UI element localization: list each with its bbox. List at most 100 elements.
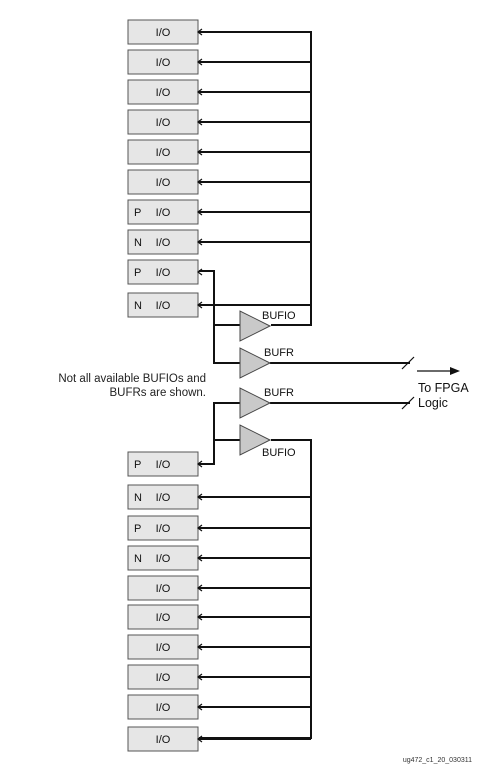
bottom-io-label: I/O (156, 642, 171, 654)
bottom-io-connector-icon (197, 643, 203, 651)
bottom-io-label: I/O (156, 672, 171, 684)
bottom-io-box (127, 726, 199, 752)
bottom-io-block: I/O (127, 694, 203, 720)
top-io-label: I/O (156, 207, 171, 219)
top-io-block: I/O (127, 49, 203, 75)
bottom-io-box (127, 634, 199, 660)
bottom-bufio-label: BUFIO (262, 447, 296, 459)
bottom-io-connector-icon (197, 673, 203, 681)
top-bufr-break-mark (401, 356, 415, 370)
bottom-io-block: I/O (127, 726, 203, 752)
bottom-io-box (127, 664, 199, 690)
bottom-io-label: I/O (156, 583, 171, 595)
bottom-io-pin-p: P (134, 523, 141, 535)
top-io-block: P I/O (127, 199, 203, 225)
bottom-io-block: I/O (127, 604, 203, 630)
bottom-io-label: I/O (156, 553, 171, 565)
top-io-connector-icon (197, 301, 203, 309)
top-io-pin-n: N (134, 237, 142, 249)
bottom-io-block: I/O (127, 664, 203, 690)
top-io-label: I/O (156, 147, 171, 159)
top-io-block: I/O (127, 79, 203, 105)
top-io-label: I/O (156, 177, 171, 189)
top-io-box (127, 229, 199, 255)
bottom-io-connector-icon (197, 460, 203, 468)
top-io-label: I/O (156, 87, 171, 99)
bottom-io-pin-n: N (134, 492, 142, 504)
bottom-io-pin-n: N (134, 553, 142, 565)
top-io-box (127, 259, 199, 285)
bottom-io-box (127, 545, 199, 571)
top-io-connector-icon (197, 208, 203, 216)
top-io-box (127, 292, 199, 318)
bottom-bufr-label: BUFR (264, 387, 294, 399)
top-io-connector-icon (197, 58, 203, 66)
top-io-box (127, 19, 199, 45)
top-io-label: I/O (156, 237, 171, 249)
top-io-connector-icon (197, 118, 203, 126)
top-io-box (127, 199, 199, 225)
bottom-cc-pin-route (199, 402, 240, 465)
bottom-io-block: N I/O (127, 545, 203, 571)
top-io-connector-icon (197, 268, 203, 276)
bottom-io-box (127, 575, 199, 601)
top-bufio-bus (199, 31, 312, 326)
bottom-io-label: I/O (156, 612, 171, 624)
top-io-block: I/O (127, 139, 203, 165)
top-io-label: I/O (156, 27, 171, 39)
top-io-block: I/O (127, 109, 203, 135)
bottom-bufr-break-mark (401, 396, 415, 410)
bottom-io-label: I/O (156, 459, 171, 471)
bottom-io-block: N I/O (127, 484, 203, 510)
bottom-io-block: P I/O (127, 515, 203, 541)
bottom-io-connector-icon (197, 703, 203, 711)
top-io-label: I/O (156, 117, 171, 129)
bottom-io-connector-icon (197, 493, 203, 501)
top-io-box (127, 169, 199, 195)
top-io-connector-icon (197, 238, 203, 246)
bottom-io-label: I/O (156, 492, 171, 504)
bottom-io-block: P I/O (127, 451, 203, 477)
bottom-io-label: I/O (156, 734, 171, 746)
top-io-pin-p: P (134, 267, 141, 279)
bottom-io-label: I/O (156, 523, 171, 535)
top-bufio-label: BUFIO (262, 310, 296, 322)
top-io-label: I/O (156, 57, 171, 69)
bottom-io-bank: P I/O N I/O P I/O N I/O I/O I/O I/O I/O I/O I/O (127, 451, 311, 752)
output-label-line-2: Logic (418, 396, 448, 410)
top-io-block: N I/O (127, 229, 203, 255)
bottom-io-label: I/O (156, 702, 171, 714)
top-bufr-label: BUFR (264, 347, 294, 359)
arrow-head-icon (450, 367, 460, 375)
top-io-block: I/O (127, 19, 203, 45)
top-io-label: I/O (156, 300, 171, 312)
bottom-io-connector-icon (197, 735, 203, 743)
top-io-connector-icon (197, 178, 203, 186)
note-line-1: Not all available BUFIOs and (58, 373, 206, 385)
bottom-io-box (127, 451, 199, 477)
output-label-line-1: To FPGA (418, 381, 469, 395)
top-io-block: I/O (127, 169, 203, 195)
bottom-io-box (127, 484, 199, 510)
top-io-block: N I/O (127, 292, 203, 318)
top-bufio-buffer (239, 310, 272, 342)
bottom-io-connector-icon (197, 554, 203, 562)
bottom-io-connector-icon (197, 524, 203, 532)
top-io-pin-p: P (134, 207, 141, 219)
top-io-connector-icon (197, 28, 203, 36)
bottom-io-pin-p: P (134, 459, 141, 471)
top-io-connector-icon (197, 148, 203, 156)
top-bufr-buffer (239, 347, 272, 379)
bottom-bufr-buffer (239, 387, 272, 419)
top-io-pin-n: N (134, 300, 142, 312)
bottom-io-connector-icon (197, 584, 203, 592)
top-io-box (127, 109, 199, 135)
document-id: ug472_c1_20_030311 (403, 757, 472, 764)
bottom-bufio-buffer (239, 424, 272, 456)
bottom-io-connector-icon (197, 613, 203, 621)
top-cc-pin-route (199, 270, 240, 364)
bottom-io-block: I/O (127, 634, 203, 660)
